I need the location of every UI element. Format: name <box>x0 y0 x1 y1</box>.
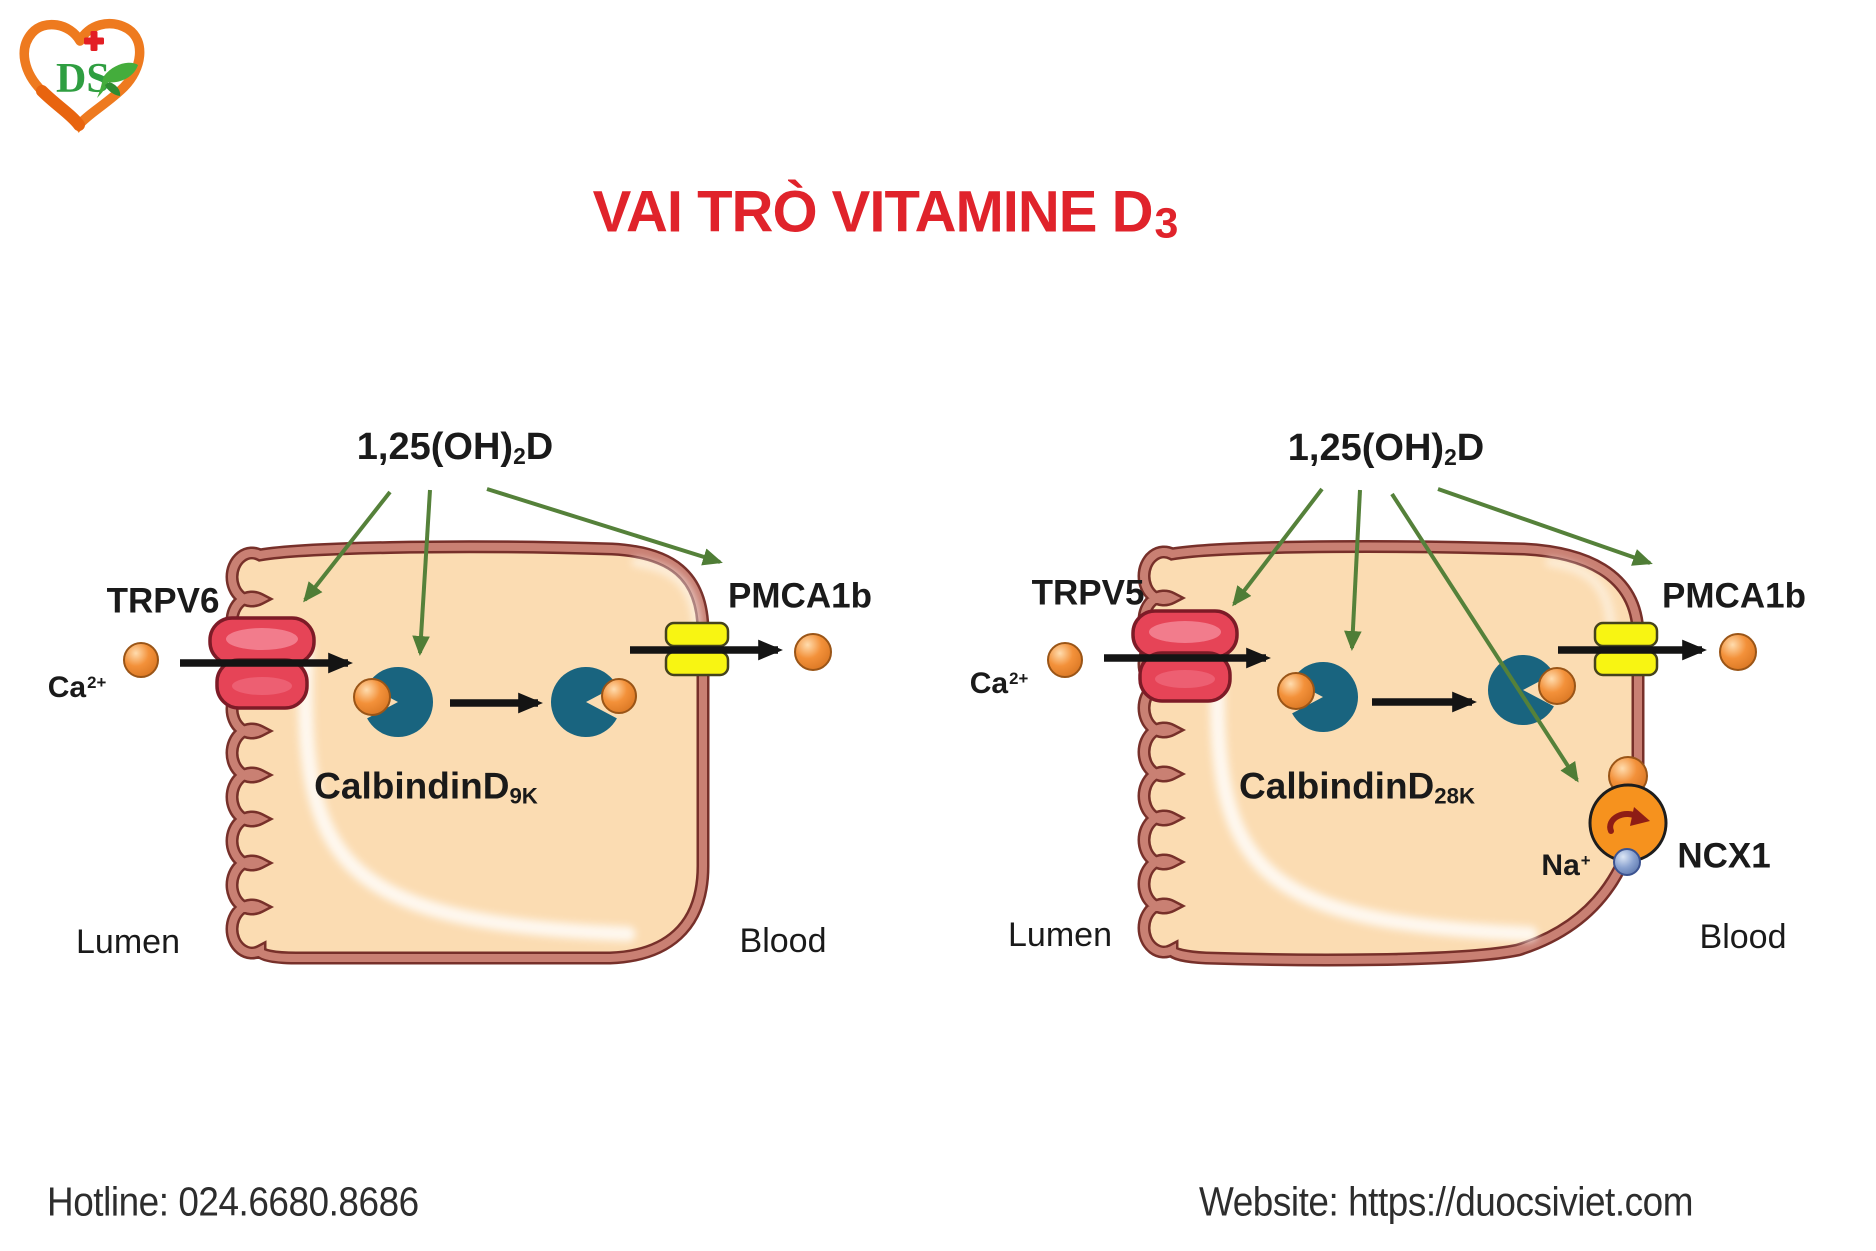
calcium-ion <box>1538 667 1576 705</box>
vitamin-d-label-tail: D <box>525 426 554 468</box>
vitamin-arrow <box>1344 489 1362 651</box>
page-title: VAI TRÒ VITAMINE D3 <box>592 179 1179 248</box>
left-cell-highlight-top <box>631 557 702 629</box>
vitamin-arrow <box>1232 487 1324 607</box>
pmca1b-label-left: PMCA1b <box>728 576 872 616</box>
logo-text: DS <box>56 56 110 102</box>
vitamin-arrow <box>1437 487 1653 566</box>
page-title-sub: 3 <box>1154 199 1178 248</box>
calcium-ion <box>601 678 637 714</box>
calcium-ion <box>794 633 832 671</box>
vitamin-d-label-left: 1,25(OH)2D <box>356 426 554 470</box>
calcium-flow-arrows <box>180 639 1707 714</box>
vitamin-d-label-tail: D <box>1456 427 1485 469</box>
calbindin-9k-label: CalbindinD9K <box>314 765 538 808</box>
heart-icon-shade <box>36 85 85 131</box>
lumen-label-right: Lumen <box>1008 916 1112 954</box>
calcium-ion <box>1719 633 1757 671</box>
sodium-label-main: Na <box>1541 849 1580 882</box>
calcium-label-right: Ca2+ <box>970 669 1029 699</box>
calcium-label-sup: 2+ <box>1009 668 1029 688</box>
trpv6-label: TRPV6 <box>106 581 220 621</box>
left-cell-highlight <box>297 640 636 942</box>
blood-label-left: Blood <box>739 922 827 960</box>
right-cell-highlight-top <box>1545 557 1616 629</box>
medical-cross-icon <box>84 31 104 51</box>
lumen-label-left: Lumen <box>76 923 180 961</box>
right-cell <box>1137 540 1645 967</box>
calbindin-label-sub: 28K <box>1434 783 1475 809</box>
calcium-ion <box>353 678 391 716</box>
hotline-text: Hotline: 024.6680.8686 <box>47 1178 419 1225</box>
calcium-ion <box>123 642 159 678</box>
vitamin-arrow <box>1390 492 1579 783</box>
vitamin-d-label-main: 1,25(OH) <box>356 426 514 468</box>
vitamin-arrow <box>486 487 723 566</box>
calcium-ion <box>1047 642 1083 678</box>
sodium-label: Na+ <box>1541 851 1590 881</box>
calbindin-label-main: CalbindinD <box>314 765 510 807</box>
vitamin-arrow <box>412 489 432 656</box>
calcium-label-sup: 2+ <box>87 672 107 692</box>
calcium-label-left: Ca2+ <box>48 673 107 703</box>
sodium-label-sup: + <box>1580 850 1591 870</box>
dsv-logo: DS <box>19 18 145 133</box>
vitamin-d-label-sub: 2 <box>1444 444 1457 471</box>
leaf-icon <box>97 62 138 98</box>
calcium-ion <box>1277 672 1315 710</box>
blood-label-right: Blood <box>1699 918 1787 956</box>
trpv5-label: TRPV5 <box>1031 573 1145 613</box>
vitamin-arrow <box>303 490 392 603</box>
vitamin-d-label-sub: 2 <box>513 443 526 470</box>
ncx1-exchanger-icon <box>1588 756 1668 876</box>
calcium-label-main: Ca <box>969 667 1009 700</box>
vitamin-d-label-main: 1,25(OH) <box>1287 427 1445 469</box>
sodium-ion <box>1613 848 1641 876</box>
left-cell <box>225 540 710 965</box>
ncx1-label: NCX1 <box>1677 836 1771 876</box>
calcium-label-main: Ca <box>47 671 87 704</box>
calbindin-label-sub: 9K <box>509 783 538 809</box>
right-cell-highlight <box>1209 644 1538 942</box>
calbindin-28k-label: CalbindinD28K <box>1239 765 1475 808</box>
calcium-ions <box>123 633 1757 716</box>
vitamin-action-arrows <box>303 487 1653 783</box>
website-text: Website: https://duocsiviet.com <box>1199 1178 1693 1225</box>
vitamin-d-label-right: 1,25(OH)2D <box>1287 427 1485 471</box>
calbindin-label-main: CalbindinD <box>1239 765 1435 807</box>
exchange-arrowhead <box>1630 807 1650 826</box>
page-title-main: VAI TRÒ VITAMINE D <box>592 179 1154 245</box>
pmca1b-label-right: PMCA1b <box>1662 576 1806 616</box>
